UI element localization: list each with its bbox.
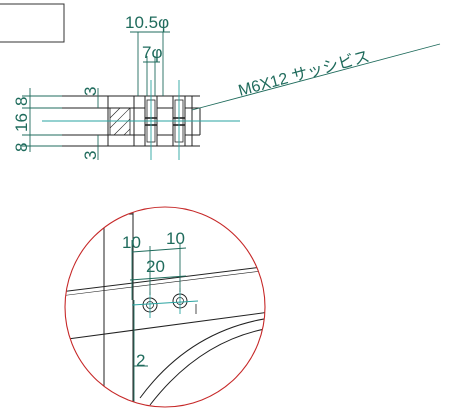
dim-3-bottom: 3: [81, 151, 100, 160]
dim-8-top: 8: [12, 97, 31, 106]
dim-10-right: 10: [166, 229, 185, 248]
title-box: [0, 3, 65, 43]
dim-3-top: 3: [81, 87, 100, 96]
dim-10-left: 10: [122, 233, 141, 252]
detail-circle: [64, 206, 266, 408]
inner-diameter-label: 7φ: [142, 43, 162, 62]
dim-8-bottom: 8: [12, 143, 31, 152]
screw-spec-label: M6X12 サッシビス: [236, 47, 371, 99]
top-section-view: [22, 31, 441, 160]
dim-16: 16: [12, 113, 31, 132]
hatched-block: [109, 107, 131, 136]
dim-2: 2: [136, 351, 145, 370]
detail-view: [64, 206, 266, 408]
dim-20: 20: [146, 257, 165, 276]
outer-diameter-label: 10.5φ: [125, 13, 169, 32]
